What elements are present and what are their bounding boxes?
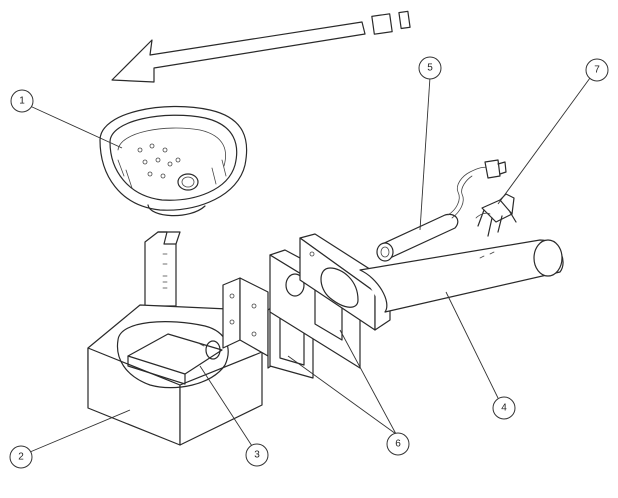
svg-text:2: 2 (18, 452, 24, 463)
callout-4: 4 (492, 396, 516, 420)
callout-7: 7 (585, 58, 609, 82)
direction-arrow (111, 10, 411, 83)
svg-text:4: 4 (501, 403, 507, 414)
svg-text:7: 7 (594, 65, 600, 76)
callout-2: 2 (9, 445, 33, 469)
svg-text:1: 1 (19, 96, 25, 107)
leader-lines (29, 76, 591, 453)
part-7-clip (475, 193, 517, 237)
part-4-tube (359, 239, 564, 313)
callout-5: 5 (418, 56, 442, 80)
callout-1: 1 (10, 89, 34, 113)
callout-6: 6 (386, 432, 410, 456)
svg-text:5: 5 (427, 63, 433, 74)
part-1-basin (99, 105, 248, 217)
svg-text:3: 3 (254, 450, 260, 461)
part-5-heater-element (376, 159, 507, 262)
part-6-gasket-plates (267, 233, 391, 379)
callout-3: 3 (245, 443, 269, 467)
part-3-bracket (222, 277, 269, 357)
svg-text:6: 6 (395, 439, 401, 450)
